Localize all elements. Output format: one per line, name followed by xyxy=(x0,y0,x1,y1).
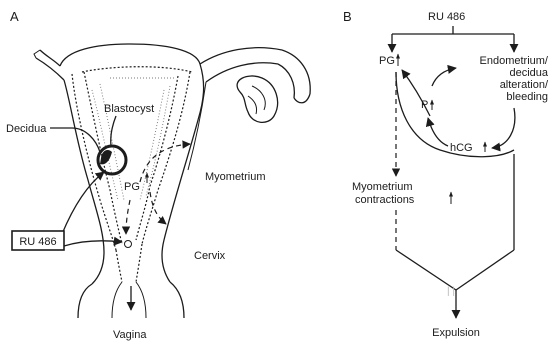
decidua-lining xyxy=(72,67,192,250)
decidua-label: Decidua xyxy=(6,123,47,135)
blastocyst-label: Blastocyst xyxy=(104,103,154,115)
myometrium-contractions-line-1: Myometrium xyxy=(352,181,413,193)
left-fallopian-tube xyxy=(34,50,64,80)
label-leaders xyxy=(50,116,122,246)
panel-b-label: B xyxy=(343,9,352,24)
panel-a-label: A xyxy=(10,9,19,24)
convergence-lines xyxy=(396,154,514,318)
expulsion-label: Expulsion xyxy=(432,327,480,339)
endometrium-line-1: Endometrium/ xyxy=(480,55,549,67)
cervix xyxy=(116,241,142,283)
ru486-bracket xyxy=(392,26,514,52)
pg-label-b: PG xyxy=(379,55,395,67)
uterus-wall xyxy=(60,44,206,284)
endometrium-line-4: bleeding xyxy=(506,91,548,103)
ru486-label-b: RU 486 xyxy=(428,11,465,23)
panel-b: B RU 486 PG Endometrium/ decidua alterat… xyxy=(343,9,549,339)
right-fallopian-tube xyxy=(200,48,310,103)
panel-a: A xyxy=(6,9,310,341)
ru486-label-a: RU 486 xyxy=(19,236,56,248)
myometrium-contractions-line-2: contractions xyxy=(355,194,415,206)
endometrium-line-2: decidua xyxy=(509,67,548,79)
cervix-label: Cervix xyxy=(194,250,226,262)
pg-label-a: PG xyxy=(124,181,140,193)
myometrium-label: Myometrium xyxy=(205,171,266,183)
merge-mark: | | xyxy=(447,286,455,297)
endometrium-line-3: alteration/ xyxy=(500,79,549,91)
blastocyst xyxy=(98,146,126,174)
uterus-arrows xyxy=(126,144,190,310)
ovary xyxy=(237,76,277,122)
vagina-label: Vagina xyxy=(113,329,147,341)
hcg-label: hCG xyxy=(450,142,473,154)
ru486-box-a: RU 486 xyxy=(12,231,64,250)
